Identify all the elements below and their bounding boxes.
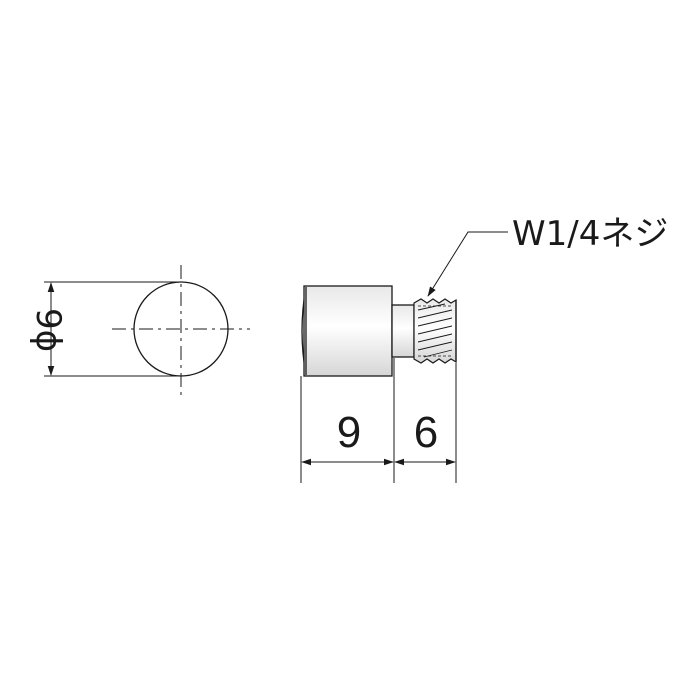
body-length-label: 9	[337, 408, 361, 457]
thread-neck	[391, 304, 415, 358]
end-view: 9ϕ	[28, 265, 250, 400]
threaded-stud	[413, 298, 457, 364]
thread-callout-label: W1/4ネジ	[512, 214, 668, 254]
thread-callout-leader	[427, 231, 508, 297]
thread-length-label: 6	[414, 408, 438, 457]
side-view: 9 6 W1/4ネジ	[300, 214, 668, 483]
pin-body	[303, 285, 393, 377]
diameter-label: 9ϕ	[28, 308, 68, 352]
